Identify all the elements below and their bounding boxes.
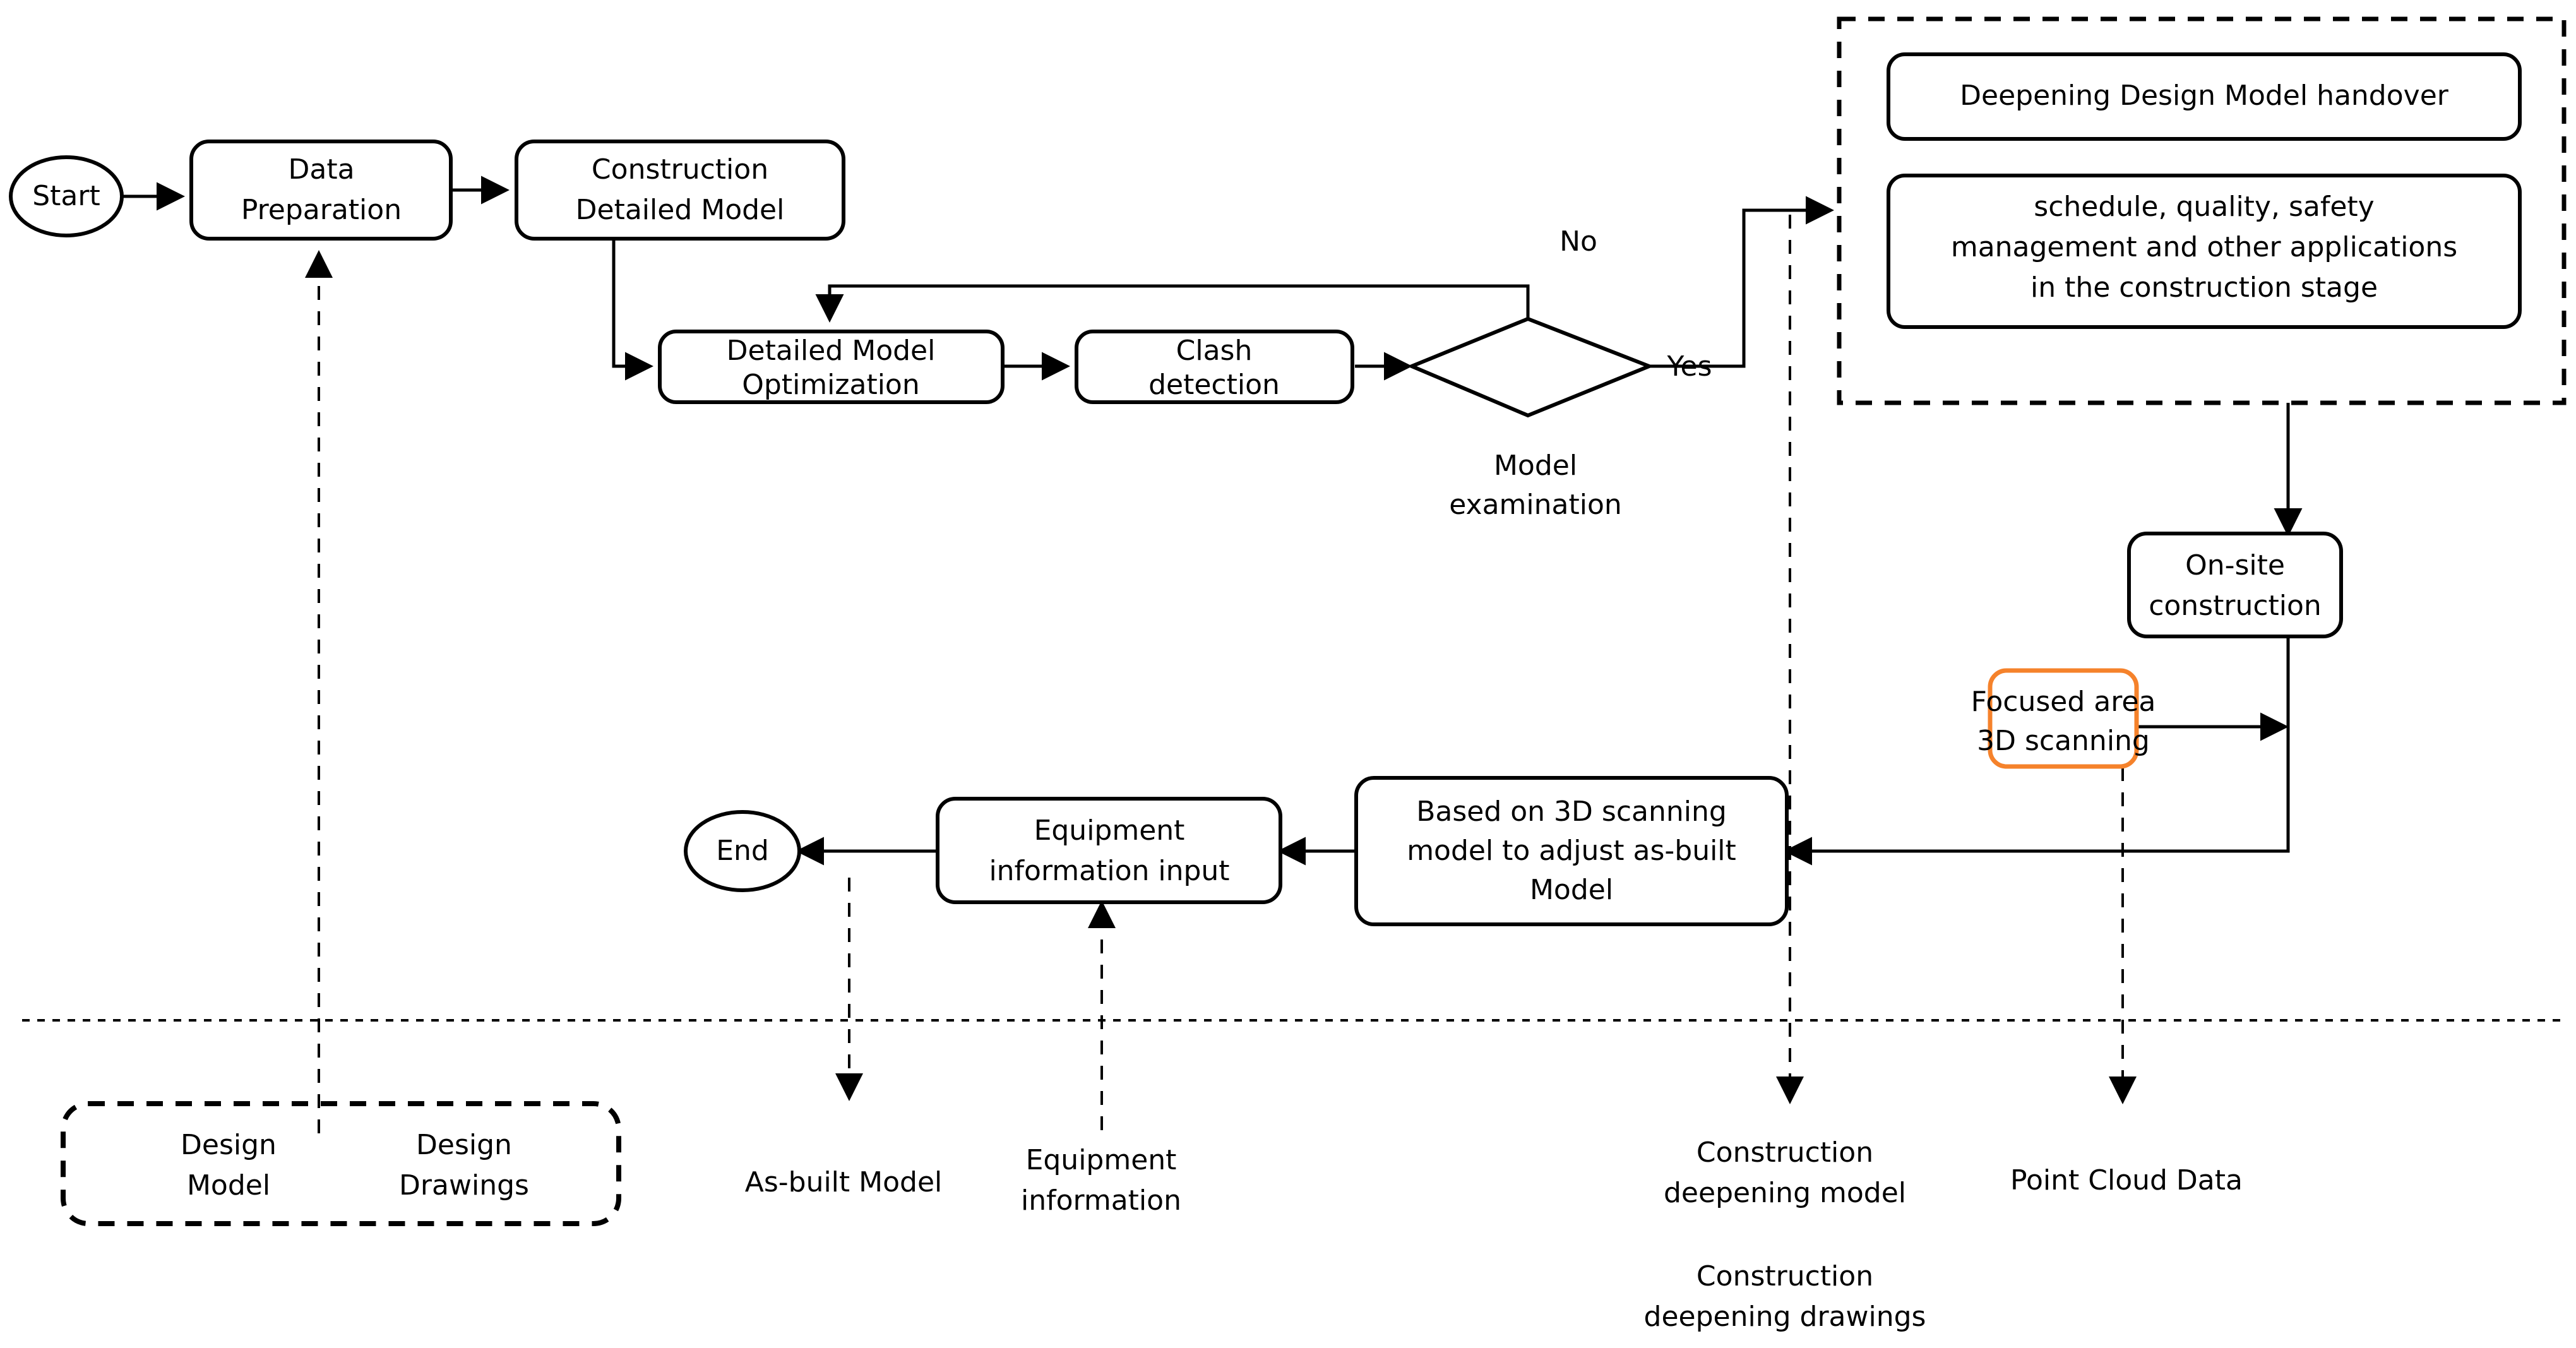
node-start-label: Start xyxy=(32,180,100,212)
node-construction-detailed-model-label-line1: Construction xyxy=(592,153,768,186)
group-construction-stage xyxy=(1837,16,2567,405)
artifact-design-drawings-line1: Design xyxy=(416,1129,512,1161)
node-on-site-construction-label-line1: On-site xyxy=(2185,549,2285,582)
node-model-examination-caption-line1: Model xyxy=(1494,450,1577,482)
node-adjust-as-built-model-line2: model to adjust as-built xyxy=(1407,835,1736,867)
node-data-preparation[interactable]: Data Preparation xyxy=(189,140,453,241)
artifact-design-model-line1: Design xyxy=(181,1129,277,1161)
edge-label-yes: Yes xyxy=(1666,350,1712,383)
node-equipment-information-input[interactable]: Equipment information input xyxy=(936,797,1282,904)
node-deepening-design-model-handover[interactable]: Deepening Design Model handover xyxy=(1887,52,2522,141)
node-detailed-model-optimization[interactable]: Detailed Model Optimization xyxy=(658,330,1005,404)
node-detailed-model-optimization-label-line1: Detailed Model xyxy=(727,335,936,367)
node-construction-stage-applications-line2: management and other applications xyxy=(1951,231,2457,263)
edge-construction-detailed-model-to-optimization xyxy=(612,240,653,381)
artifact-construction-deepening-drawings-line2: deepening drawings xyxy=(1644,1301,1926,1333)
node-adjust-as-built-model[interactable]: Based on 3D scanning model to adjust as-… xyxy=(1354,776,1789,926)
node-model-examination-caption-line2: examination xyxy=(1449,489,1622,521)
node-data-preparation-label-line1: Data xyxy=(288,153,354,186)
artifact-group-design: Design Model Design Drawings xyxy=(61,1101,621,1226)
artifact-equipment-information-line1: Equipment xyxy=(1026,1144,1177,1176)
artifact-construction-deepening-drawings-line1: Construction xyxy=(1696,1260,1873,1292)
node-start[interactable]: Start xyxy=(9,155,124,237)
node-detailed-model-optimization-label-line2: Optimization xyxy=(742,369,919,401)
node-adjust-as-built-model-line1: Based on 3D scanning xyxy=(1416,796,1727,828)
node-construction-stage-applications-line3: in the construction stage xyxy=(2030,271,2378,304)
artifact-construction-deepening-model-line2: deepening model xyxy=(1664,1177,1906,1209)
edge-label-no: No xyxy=(1559,225,1597,258)
artifact-point-cloud-data: Point Cloud Data xyxy=(2010,1164,2243,1196)
node-deepening-design-model-handover-label: Deepening Design Model handover xyxy=(1960,80,2449,112)
node-end[interactable]: End xyxy=(684,810,801,892)
artifact-construction-deepening-model-line1: Construction xyxy=(1696,1136,1873,1169)
node-construction-stage-applications-line1: schedule, quality, safety xyxy=(2034,191,2374,223)
node-clash-detection-label-line1: Clash xyxy=(1176,335,1253,367)
node-model-examination[interactable]: Model examination xyxy=(1407,316,1655,521)
artifact-design-drawings-line2: Drawings xyxy=(399,1169,529,1202)
node-equipment-information-input-line1: Equipment xyxy=(1034,814,1185,847)
node-construction-stage-applications[interactable]: schedule, quality, safety management and… xyxy=(1887,174,2522,329)
edge-no-loop-back-to-optimization xyxy=(815,284,1530,323)
edge-on-site-construction-to-adjust-model xyxy=(1784,636,2290,866)
node-adjust-as-built-model-line3: Model xyxy=(1530,874,1613,906)
node-focused-area-3d-scanning[interactable]: Focused area 3D scanning xyxy=(1971,668,2156,769)
node-construction-detailed-model-label-line2: Detailed Model xyxy=(576,194,785,226)
node-focused-area-3d-scanning-label-line1: Focused area xyxy=(1971,686,2156,718)
node-on-site-construction[interactable]: On-site construction xyxy=(2127,532,2343,638)
node-end-label: End xyxy=(716,835,769,867)
node-equipment-information-input-line2: information input xyxy=(989,855,1229,887)
node-clash-detection[interactable]: Clash detection xyxy=(1075,330,1354,404)
node-on-site-construction-label-line2: construction xyxy=(2149,590,2322,622)
artifact-equipment-information-line2: information xyxy=(1021,1184,1181,1217)
node-construction-detailed-model[interactable]: Construction Detailed Model xyxy=(515,140,845,241)
artifact-as-built-model: As-built Model xyxy=(745,1166,943,1198)
artifact-design-model-line2: Model xyxy=(187,1169,270,1202)
edge-yes-to-construction-group xyxy=(1648,196,1834,368)
node-focused-area-3d-scanning-label-line2: 3D scanning xyxy=(1977,725,2150,757)
node-data-preparation-label-line2: Preparation xyxy=(241,194,402,226)
node-clash-detection-label-line2: detection xyxy=(1148,369,1280,401)
